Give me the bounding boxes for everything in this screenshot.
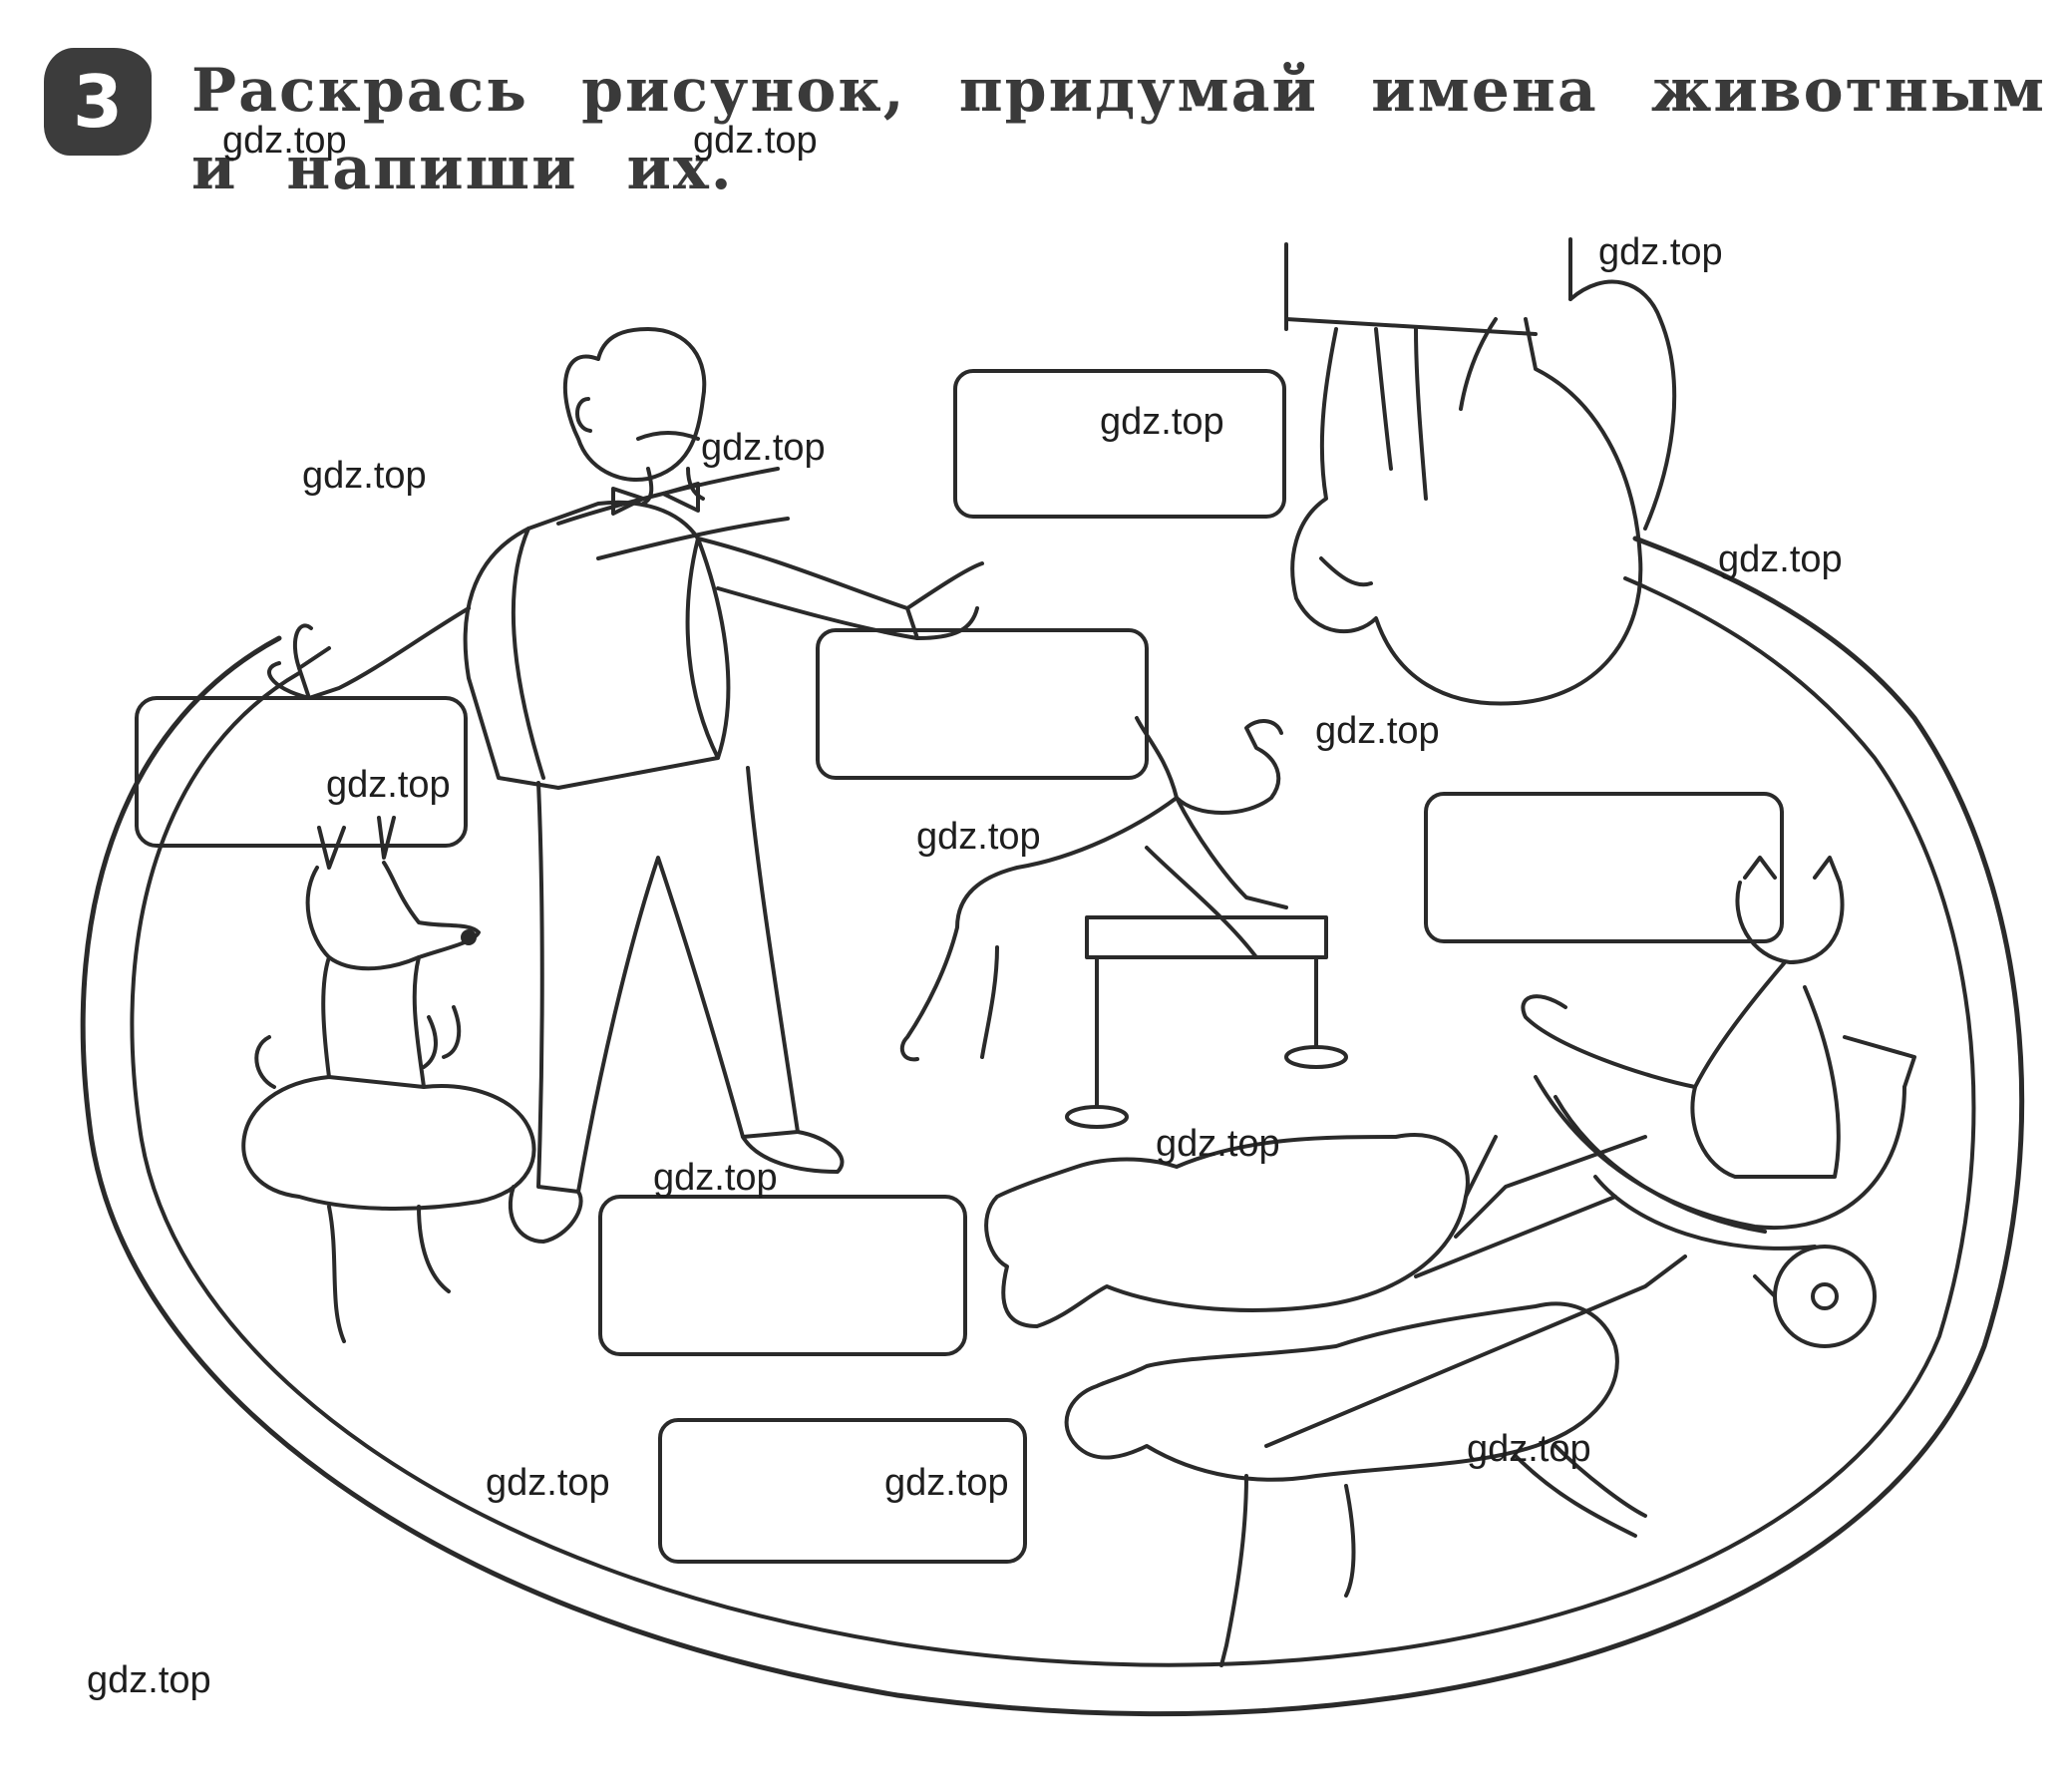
watermark-text: gdz.top [884,1462,1009,1504]
name-box-sheep-1[interactable] [598,1195,967,1356]
lamb-figure [899,716,1348,1129]
name-box-poodle[interactable] [135,696,468,848]
watermark-text: gdz.top [1100,401,1224,443]
watermark-text: gdz.top [916,816,1041,858]
task-number: 3 [72,60,124,144]
name-box-lamb[interactable] [816,628,1149,780]
watermark-text: gdz.top [1718,538,1843,580]
name-box-cat[interactable] [1424,792,1784,943]
cat-cart-figure [1521,856,1916,1348]
watermark-text: gdz.top [1315,710,1440,752]
task-instruction: Раскрась рисунок, придумай имена животны… [191,56,2046,203]
name-box-sheep-2[interactable] [658,1418,1027,1564]
watermark-text: gdz.top [486,1462,610,1504]
task-number-badge: 3 [44,48,152,156]
name-boxes [135,369,1784,1564]
watermark-text: gdz.top [653,1157,778,1199]
name-box-trainer[interactable] [953,369,1286,519]
poodle-figure [241,816,536,1343]
monkey-figure [1284,237,1677,706]
watermark-text: gdz.top [693,120,818,162]
watermark-text: gdz.top [1467,1428,1591,1470]
watermark-text: gdz.top [326,764,451,806]
watermark-text: gdz.top [1156,1123,1280,1165]
circus-ring [80,467,2025,1717]
watermark-text: gdz.top [302,455,427,497]
watermark-text: gdz.top [701,427,826,469]
sheep-figure [984,1133,1687,1667]
watermark-text: gdz.top [1598,231,1723,273]
watermark-text: gdz.top [222,120,347,162]
watermark-text: gdz.top [87,1659,211,1701]
